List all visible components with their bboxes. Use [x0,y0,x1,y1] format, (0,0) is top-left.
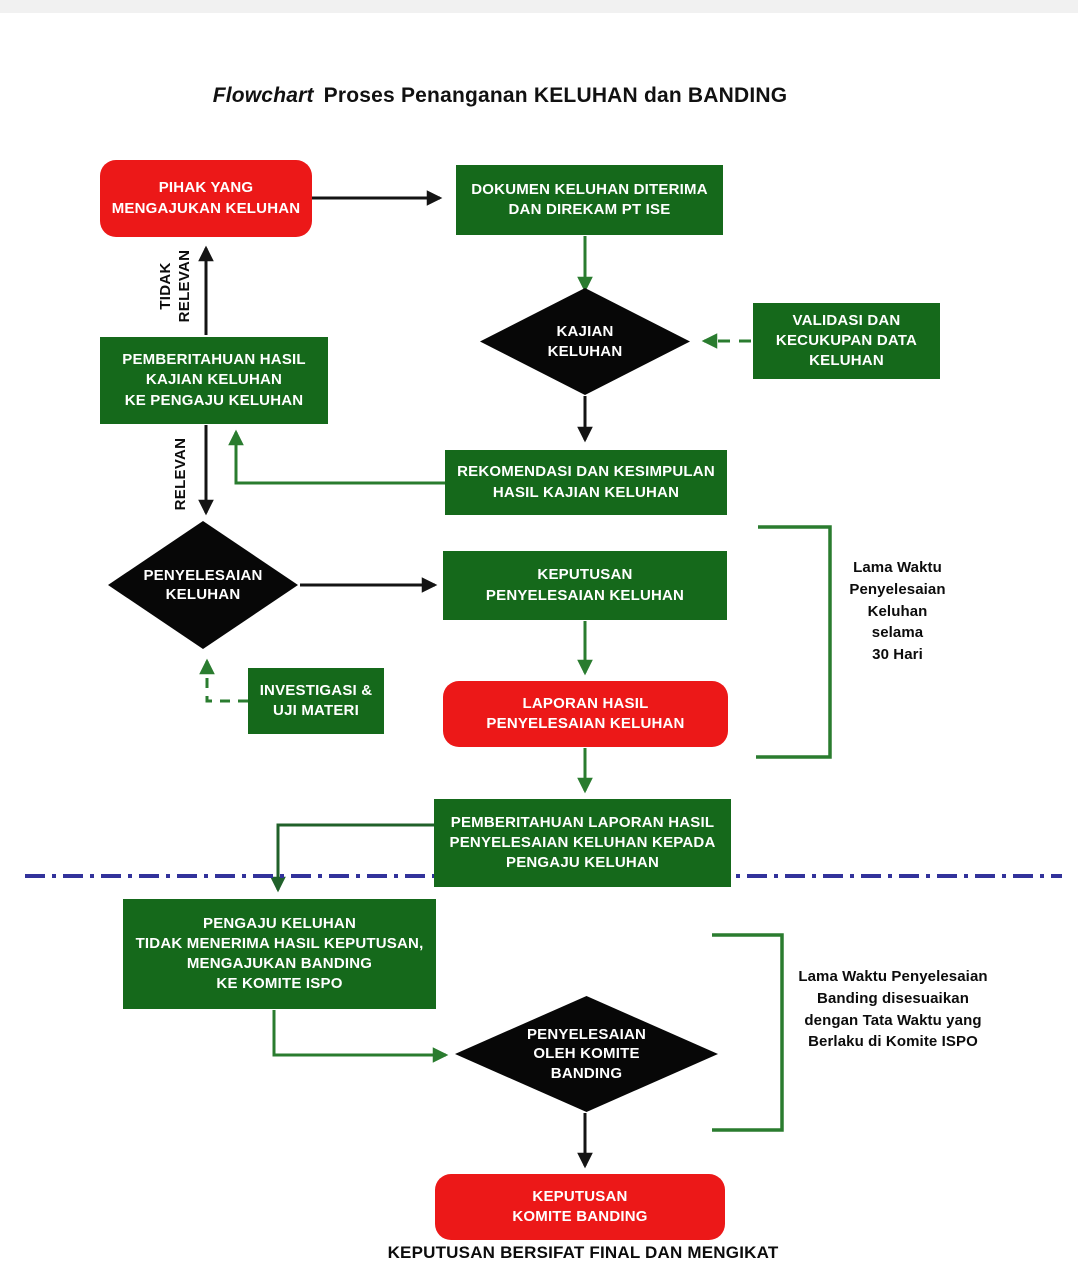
edge-label-tidak-relevan: TIDAK RELEVAN [157,249,193,323]
annotation-lama-waktu-keluhan: Lama Waktu Penyelesaian Keluhan selama 3… [849,559,946,663]
node-pemberitahuan-laporan-hasil: PEMBERITAHUAN LAPORAN HASIL PENYELESAIAN… [434,799,731,887]
node-pemberitahuan-hasil-kajian: PEMBERITAHUAN HASIL KAJIAN KELUHAN KE PE… [100,337,328,424]
title-main-text: Proses Penanganan KELUHAN dan BANDING [323,84,788,107]
title-italic-word: Flowchart [212,84,314,107]
edge-investigasi-to-penyelesaian-dashed [199,658,248,703]
page-title: Flowchart Proses Penanganan KELUHAN dan … [0,84,1000,108]
node-keputusan-komite-banding: KEPUTUSAN KOMITE BANDING [435,1174,725,1240]
edge-pemberitahuan-laporan-to-pengaju [270,823,434,893]
bracket-lama-waktu-banding [712,933,784,1132]
node-dokumen-keluhan-diterima: DOKUMEN KELUHAN DITERIMA DAN DIREKAM PT … [456,165,723,235]
bracket-lama-waktu-keluhan [756,525,832,759]
footer-final-statement: KEPUTUSAN BERSIFAT FINAL DAN MENGIKAT [387,1243,779,1262]
node-pihak-yang-mengajukan-keluhan: PIHAK YANG MENGAJUKAN KELUHAN [100,160,312,237]
node-keputusan-penyelesaian-keluhan: KEPUTUSAN PENYELESAIAN KELUHAN [443,551,727,620]
top-screen-strip [0,0,1078,13]
edge-label-relevan: RELEVAN [171,437,189,511]
node-investigasi-uji-materi: INVESTIGASI & UJI MATERI [248,668,384,734]
node-rekomendasi-kesimpulan: REKOMENDASI DAN KESIMPULAN HASIL KAJIAN … [445,450,727,515]
edge-rekomendasi-to-pemberitahuan [228,429,445,485]
node-laporan-hasil-penyelesaian: LAPORAN HASIL PENYELESAIAN KELUHAN [443,681,728,747]
annotation-lama-waktu-banding: Lama Waktu Penyelesaian Banding disesuai… [798,968,988,1051]
edge-pengaju-to-komite-banding [272,1010,449,1063]
node-validasi-kecukupan-data: VALIDASI DAN KECUKUPAN DATA KELUHAN [753,303,940,379]
node-pengaju-keluhan-banding: PENGAJU KELUHAN TIDAK MENERIMA HASIL KEP… [123,899,436,1009]
